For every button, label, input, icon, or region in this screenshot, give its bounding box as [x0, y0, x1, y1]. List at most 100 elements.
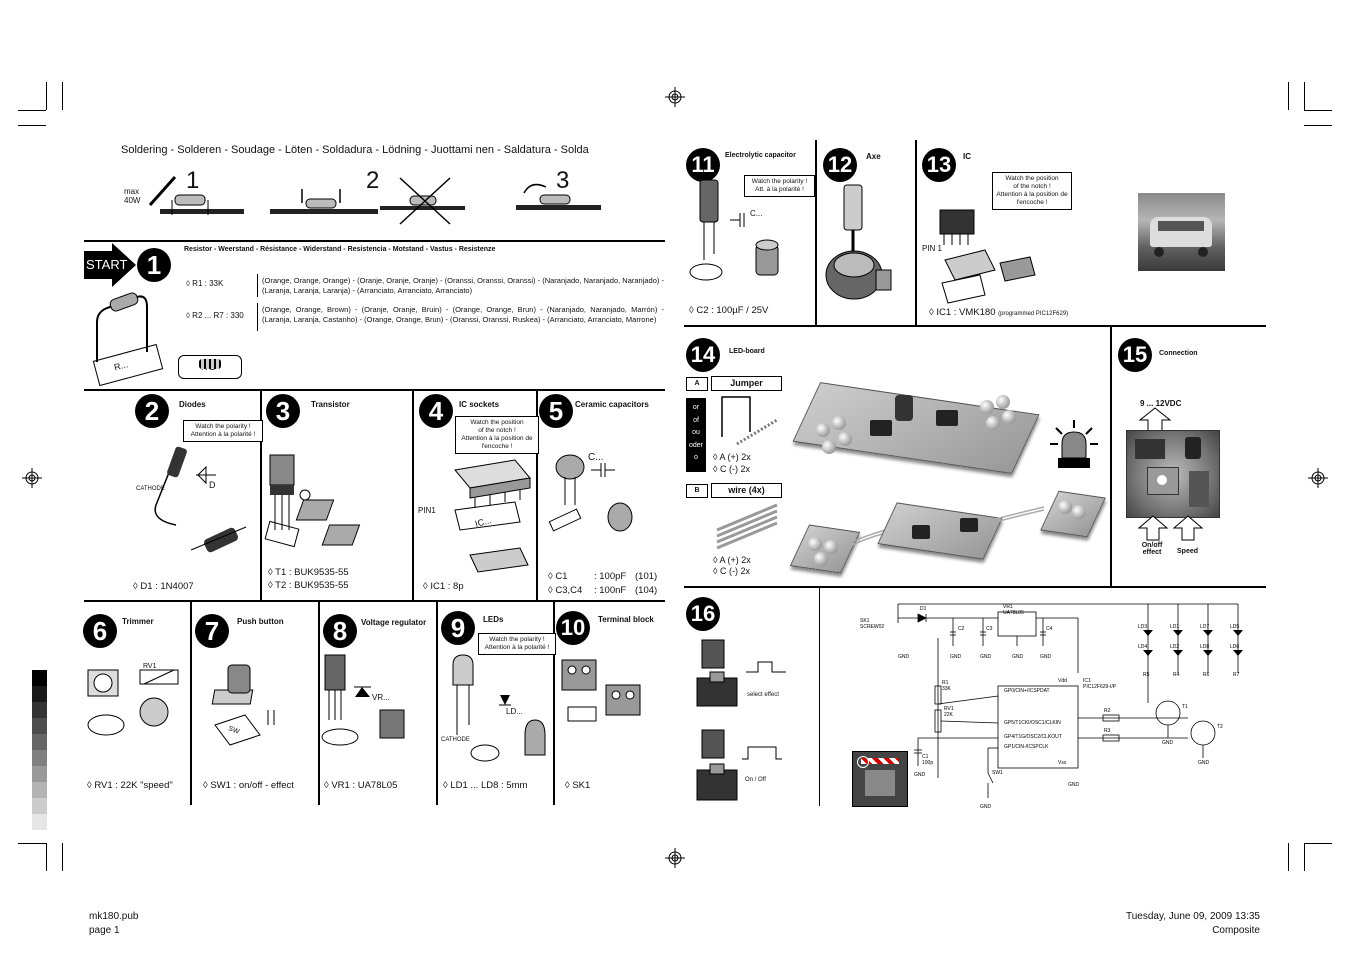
resistor-illustration — [96, 292, 148, 362]
c34-name: ◊ C3,C4 — [548, 585, 583, 596]
svg-text:GND: GND — [980, 804, 992, 810]
divider — [318, 602, 320, 805]
trimmer-illustration — [87, 669, 179, 736]
chip — [960, 518, 978, 532]
divider — [436, 602, 438, 805]
step-2-title: Diodes — [179, 400, 206, 409]
step-11-title: Electrolytic capacitor — [725, 152, 796, 159]
svg-text:R1: R1 — [942, 680, 949, 686]
step-10-badge: 10 — [556, 611, 590, 645]
led — [1002, 410, 1016, 424]
sk1-part: ◊ SK1 — [565, 780, 591, 791]
crop-mark — [18, 843, 46, 844]
registration-mark — [22, 468, 42, 488]
step-number-2: 2 — [366, 167, 380, 194]
divider — [915, 140, 917, 327]
step-5-badge: 5 — [539, 394, 573, 428]
led-board-b-center — [877, 502, 1003, 560]
led — [814, 552, 828, 566]
ceramic-c-label: C... — [588, 452, 604, 463]
divider — [84, 600, 665, 602]
svg-text:R7: R7 — [1233, 672, 1240, 678]
svg-text:C1: C1 — [922, 754, 929, 760]
svg-text:GND: GND — [1198, 760, 1210, 766]
svg-text:GP5/T1CKI/OSC1/CLKIN: GP5/T1CKI/OSC1/CLKIN — [1004, 720, 1061, 726]
svg-text:SCREW02: SCREW02 — [860, 624, 884, 630]
step-6-badge: 6 — [83, 614, 117, 648]
svg-text:LD5: LD5 — [1230, 624, 1239, 630]
r1-separator — [257, 274, 258, 297]
crop-mark — [1304, 125, 1332, 126]
svg-text:GND: GND — [1040, 654, 1052, 660]
svg-text:LD6: LD6 — [1230, 644, 1239, 650]
ic1-part: ◊ IC1 : VMK180 (programmed PIC12F629) — [929, 307, 1068, 318]
or-word: ou — [692, 429, 700, 436]
step-10-title: Terminal block — [598, 615, 654, 624]
t2-part: ◊ T2 : BUK9535-55 — [268, 580, 349, 591]
speed-label: Speed — [1177, 548, 1199, 555]
wire-bundle — [845, 529, 887, 549]
svg-text:IC1: IC1 — [1083, 678, 1091, 684]
ic-socket-illustration — [454, 459, 531, 573]
svg-text:RV1: RV1 — [944, 706, 954, 712]
step-4-note: Watch the position of the notch ! Attent… — [455, 416, 539, 454]
push-button-illustration — [211, 664, 275, 746]
led — [1072, 505, 1086, 519]
voltage-label: 9 ... 12VDC — [1140, 399, 1182, 408]
ic1-part-main: ◊ IC1 : VMK180 — [929, 307, 996, 318]
divider — [819, 588, 820, 806]
car-photo — [1138, 193, 1225, 271]
svg-text:R3: R3 — [1104, 728, 1111, 734]
divider — [190, 602, 192, 805]
select-effect-label: select effect — [747, 692, 779, 698]
warning-sign-icon — [852, 751, 908, 807]
grayscale-bar — [32, 670, 47, 830]
c1-name: ◊ C1 — [548, 571, 568, 582]
crop-mark — [46, 82, 47, 110]
t1-part: ◊ T1 : BUK9535-55 — [268, 567, 349, 578]
or-word: o — [694, 454, 698, 461]
led — [980, 400, 994, 414]
ceramic-capacitor-illustration — [548, 454, 633, 532]
chip — [912, 525, 930, 539]
registration-mark — [665, 87, 685, 107]
crop-mark — [18, 110, 46, 111]
soldering-illustration-3: 3 — [516, 165, 601, 223]
led — [808, 537, 822, 551]
axe-illustration — [825, 184, 892, 300]
crop-mark — [1304, 843, 1305, 871]
step-5-title: Ceramic capacitors — [575, 400, 649, 409]
step-12-title: Axe — [866, 152, 881, 161]
svg-text:LD2: LD2 — [1170, 644, 1179, 650]
svg-text:SW1: SW1 — [992, 770, 1003, 776]
step-14-badge: 14 — [686, 338, 720, 372]
soldering-illustration-1: max 40W 1 — [120, 165, 245, 223]
svg-text:22K: 22K — [944, 712, 954, 718]
step-13-title: IC — [963, 152, 971, 161]
or-word: of — [693, 416, 699, 424]
svg-text:LD8: LD8 — [1200, 644, 1209, 650]
r2-separator — [257, 303, 258, 331]
pulse-long-icon — [742, 746, 782, 760]
led — [816, 423, 830, 437]
b-minus: ◊ C (-) 2x — [713, 566, 750, 576]
start-label: START — [86, 257, 128, 272]
led — [824, 540, 838, 554]
soldering-illustration-2-wrong — [380, 177, 465, 226]
footer-file: mk180.pub — [89, 911, 139, 922]
svg-text:GND: GND — [980, 654, 992, 660]
divider — [84, 389, 665, 391]
led — [822, 440, 836, 454]
svg-text:GND: GND — [1012, 654, 1024, 660]
led-cathode-label: CATHODE — [441, 737, 470, 743]
c1-value: : 100pF — [594, 571, 627, 582]
svg-text:R6: R6 — [1203, 672, 1210, 678]
b-plus: ◊ A (+) 2x — [713, 555, 751, 565]
onoff-arrow-icon — [1137, 515, 1169, 541]
svg-text:T1: T1 — [1182, 704, 1188, 710]
svg-text:Vdd: Vdd — [1058, 678, 1067, 684]
step-6-title: Trimmer — [122, 617, 154, 626]
vr1-part: ◊ VR1 : UA78L05 — [324, 780, 398, 791]
soldering-illustration-2: 2 — [268, 165, 380, 223]
